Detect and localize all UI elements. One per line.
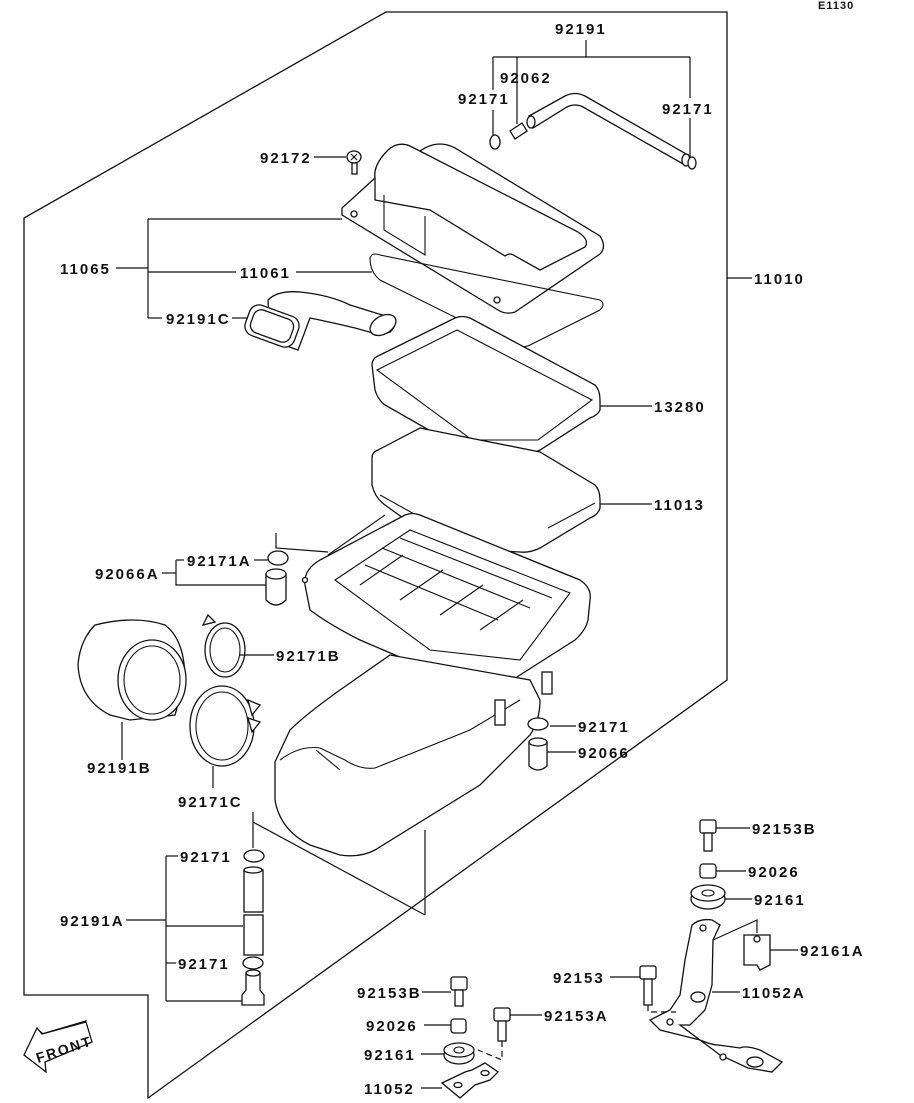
label-92171-low-bottom[interactable]: 92171 bbox=[178, 956, 230, 973]
clamp-icon bbox=[489, 134, 501, 150]
clamp-icon bbox=[243, 849, 265, 863]
intake-boot-icon bbox=[77, 619, 187, 721]
drain-plug-icon bbox=[265, 573, 287, 606]
label-11010[interactable]: 11010 bbox=[754, 271, 805, 288]
page-code: E1130 bbox=[818, 0, 854, 12]
label-92191c[interactable]: 92191C bbox=[166, 311, 231, 328]
label-92153b-right[interactable]: 92153B bbox=[752, 821, 817, 838]
drain-cap-icon bbox=[241, 972, 265, 1006]
label-92171-mid[interactable]: 92171 bbox=[578, 719, 630, 736]
bolt-icon bbox=[639, 965, 657, 1006]
label-92066a[interactable]: 92066A bbox=[95, 566, 160, 583]
label-92171-low-top[interactable]: 92171 bbox=[180, 849, 232, 866]
label-92191a[interactable]: 92191A bbox=[60, 913, 125, 930]
clamp-icon bbox=[687, 156, 697, 170]
clamp-icon bbox=[527, 717, 549, 731]
breather-hose-group bbox=[489, 40, 697, 170]
band-clamp-icon bbox=[201, 613, 246, 678]
drain-hose-upper-icon bbox=[243, 869, 264, 913]
label-92191b[interactable]: 92191B bbox=[87, 760, 152, 777]
label-92171c[interactable]: 92171C bbox=[178, 794, 243, 811]
label-92171-top-left[interactable]: 92171 bbox=[458, 91, 510, 108]
label-92172[interactable]: 92172 bbox=[260, 150, 312, 167]
bracket-11052 bbox=[440, 1062, 500, 1099]
bolt-icon bbox=[699, 819, 717, 852]
label-92026-right[interactable]: 92026 bbox=[748, 864, 800, 881]
label-92161-right[interactable]: 92161 bbox=[754, 892, 806, 909]
bracket-11052a bbox=[648, 918, 784, 1073]
label-92153a[interactable]: 92153A bbox=[544, 1008, 609, 1025]
air-cleaner-housing bbox=[274, 512, 591, 857]
grommet-icon bbox=[690, 884, 726, 910]
label-92066[interactable]: 92066 bbox=[578, 745, 630, 762]
label-92161-left[interactable]: 92161 bbox=[364, 1047, 416, 1064]
screw-icon bbox=[346, 150, 362, 175]
front-arrow-icon: FRONT bbox=[23, 1020, 94, 1074]
air-cleaner-cover bbox=[341, 143, 605, 314]
collar-icon bbox=[699, 863, 717, 879]
label-11061[interactable]: 11061 bbox=[240, 265, 291, 282]
drain-plug-icon bbox=[528, 741, 548, 771]
assembly-boundary bbox=[23, 11, 728, 1100]
cover-gasket bbox=[369, 253, 604, 348]
label-11013[interactable]: 11013 bbox=[654, 497, 705, 514]
short-hose-icon bbox=[509, 122, 528, 140]
label-92153[interactable]: 92153 bbox=[553, 970, 605, 987]
label-92026-left[interactable]: 92026 bbox=[366, 1018, 418, 1035]
label-11052a[interactable]: 11052A bbox=[742, 985, 806, 1002]
label-92171b[interactable]: 92171B bbox=[276, 648, 341, 665]
label-11052[interactable]: 11052 bbox=[364, 1081, 415, 1098]
label-13280[interactable]: 13280 bbox=[654, 399, 706, 416]
intake-duct-icon bbox=[244, 291, 397, 351]
grommet-icon bbox=[443, 1042, 475, 1065]
band-clamp-icon bbox=[189, 685, 262, 767]
bolt-icon bbox=[450, 976, 468, 1007]
bolt-icon bbox=[493, 1007, 511, 1042]
label-11065[interactable]: 11065 bbox=[60, 261, 111, 278]
damper-icon bbox=[743, 934, 771, 971]
clamp-icon bbox=[267, 550, 289, 566]
label-92161a[interactable]: 92161A bbox=[800, 943, 865, 960]
label-92191-top[interactable]: 92191 bbox=[555, 21, 607, 38]
label-92171-top-right[interactable]: 92171 bbox=[662, 101, 714, 118]
label-92062[interactable]: 92062 bbox=[500, 70, 552, 87]
collar-icon bbox=[450, 1018, 467, 1034]
label-92153b-left[interactable]: 92153B bbox=[357, 985, 422, 1002]
element-frame bbox=[371, 315, 601, 455]
clamp-icon bbox=[242, 956, 264, 970]
label-92171a[interactable]: 92171A bbox=[187, 553, 252, 570]
drain-hose-lower-icon bbox=[243, 914, 264, 956]
